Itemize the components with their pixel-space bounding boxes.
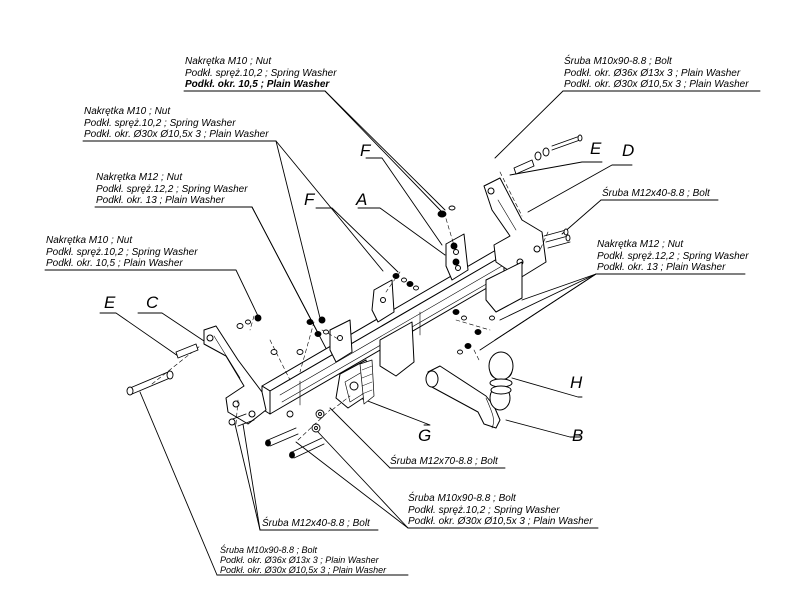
callout-left-nut-m10-a: Nakrętka M10 ; Nut Podkł. spręż.10,2 ; S… [84,106,269,140]
fasteners [126,134,583,459]
callout-right-nut-m12: Nakrętka M12 ; Nut Podkł. spręż.12,2 ; S… [597,239,749,273]
bracket-d [483,177,547,313]
label-letter-h: H [570,373,583,392]
label-letter-e-top: E [590,139,602,158]
label-letter-e-left: E [104,293,116,312]
label-letter-f-top: F [360,141,371,160]
callout-bolt-m12x70: Śruba M12x70-8.8 ; Bolt [390,456,498,467]
label-letter-c: C [146,293,159,312]
callout-top-nut: Nakrętka M10 ; Nut Podkł. spręż.10,2 ; S… [185,56,337,90]
label-letter-a: A [356,190,368,209]
callout-bolt-m10x90-mid: Śruba M10x90-8.8 ; Bolt Podkł. spręż.10,… [408,493,593,527]
leader-lines [44,90,761,576]
bracket-c [203,325,267,425]
label-letter-f-left: F [304,190,315,209]
callout-left-nut-m12: Nakrętka M12 ; Nut Podkł. spręż.12,2 ; S… [96,172,248,206]
tow-ball-h [488,351,514,395]
label-letter-b: B [572,426,584,445]
label-letter-g: G [418,426,432,445]
plate-f-left [329,279,395,363]
callout-bolt-m12x40-left: Śruba M12x40-8.8 ; Bolt [262,518,370,529]
callout-bolt-m12x40-right: Śruba M12x40-8.8 ; Bolt [602,188,710,199]
center-receiver [335,321,415,409]
callout-bolt-m10x90-bottom: Śruba M10x90-8.8 ; Bolt Podkł. okr. Ø36x… [220,545,387,575]
label-letter-d: D [622,141,635,160]
cross-beam [261,249,505,415]
callout-left-nut-m10-b: Nakrętka M10 ; Nut Podkł. spręż.10,2 ; S… [46,235,198,269]
callout-top-right-bolt: Śruba M10x90-8.8 ; Bolt Podkł. okr. Ø36x… [564,56,749,90]
